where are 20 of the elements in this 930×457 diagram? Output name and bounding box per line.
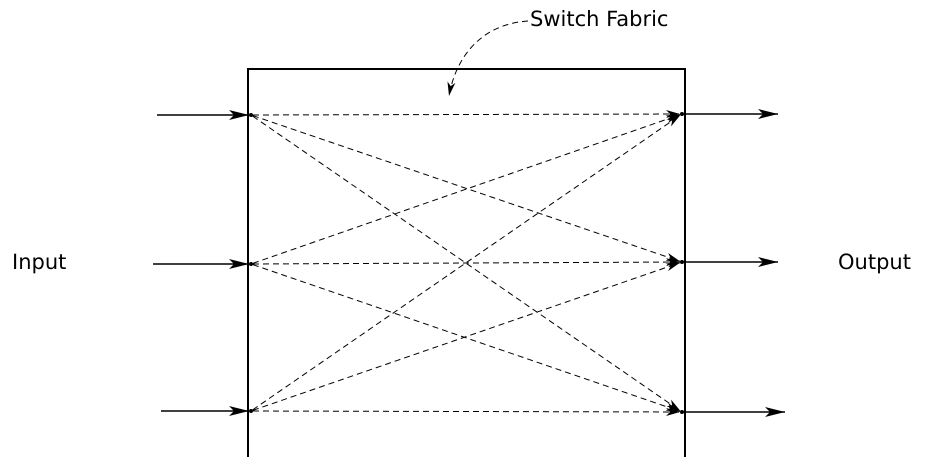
callout-text: Switch Fabric xyxy=(530,7,668,32)
dashed-arrow xyxy=(448,20,528,96)
side-label: Input xyxy=(12,250,66,274)
dashed-arrow xyxy=(252,110,680,118)
arrow xyxy=(684,407,785,417)
arrow xyxy=(157,110,249,120)
port-point xyxy=(249,262,253,266)
switch-fabric-frame xyxy=(247,68,686,457)
dashed-arrow xyxy=(252,258,680,266)
port-point xyxy=(680,260,684,264)
side-label: Output xyxy=(838,250,911,274)
port-point xyxy=(249,113,253,117)
port-point xyxy=(680,410,684,414)
arrow xyxy=(684,257,778,267)
dashed-arrow xyxy=(252,408,680,416)
port-point xyxy=(680,112,684,116)
arrow xyxy=(161,406,249,416)
arrow xyxy=(684,109,778,119)
arrow xyxy=(153,259,249,269)
port-point xyxy=(249,409,253,413)
